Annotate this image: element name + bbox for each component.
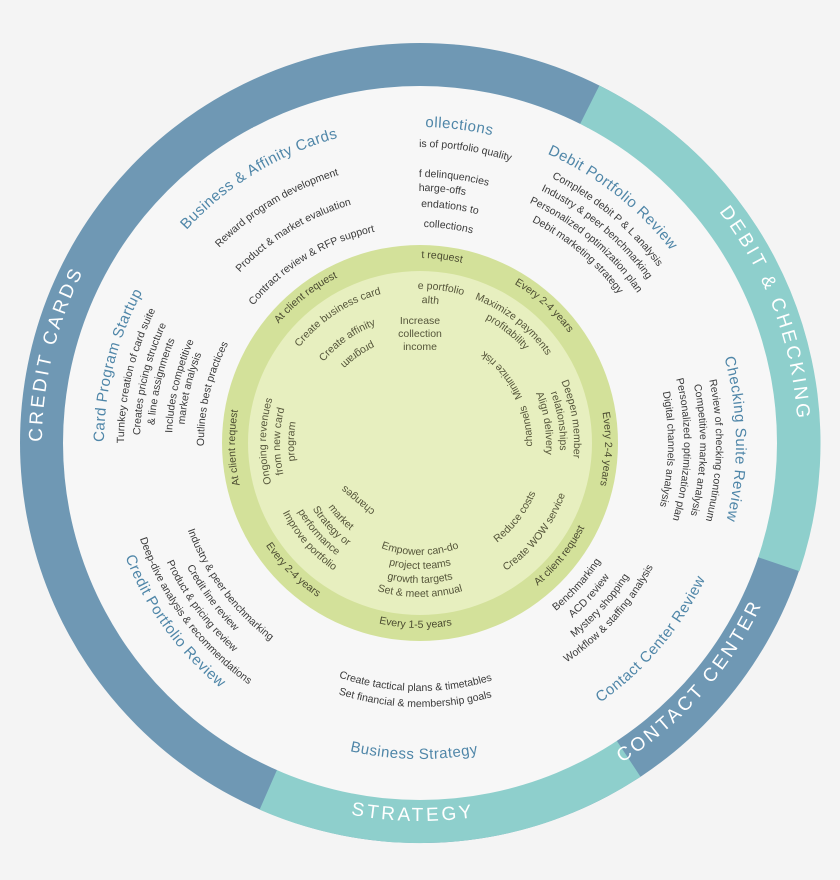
outcome-empower-1: Empower can-do — [380, 539, 460, 558]
freq-left: At client request — [226, 409, 243, 487]
outcome-ongoing-2: from new card — [271, 406, 287, 476]
outcome-empower-2: project teams — [388, 556, 452, 572]
outcome-set-targets-2: growth targets — [386, 570, 453, 586]
outcome-ongoing-3: program — [285, 421, 299, 463]
outcome-increase-income-3: income — [403, 341, 437, 353]
outcome-set-targets-1: Set & meet annual — [376, 582, 463, 600]
outcome-increase-income-2: collection — [398, 328, 442, 340]
outcomes-core — [248, 271, 592, 615]
outcome-increase-income-1: Increase — [400, 315, 440, 327]
freq-bottom: Every 1-5 years — [378, 615, 452, 631]
